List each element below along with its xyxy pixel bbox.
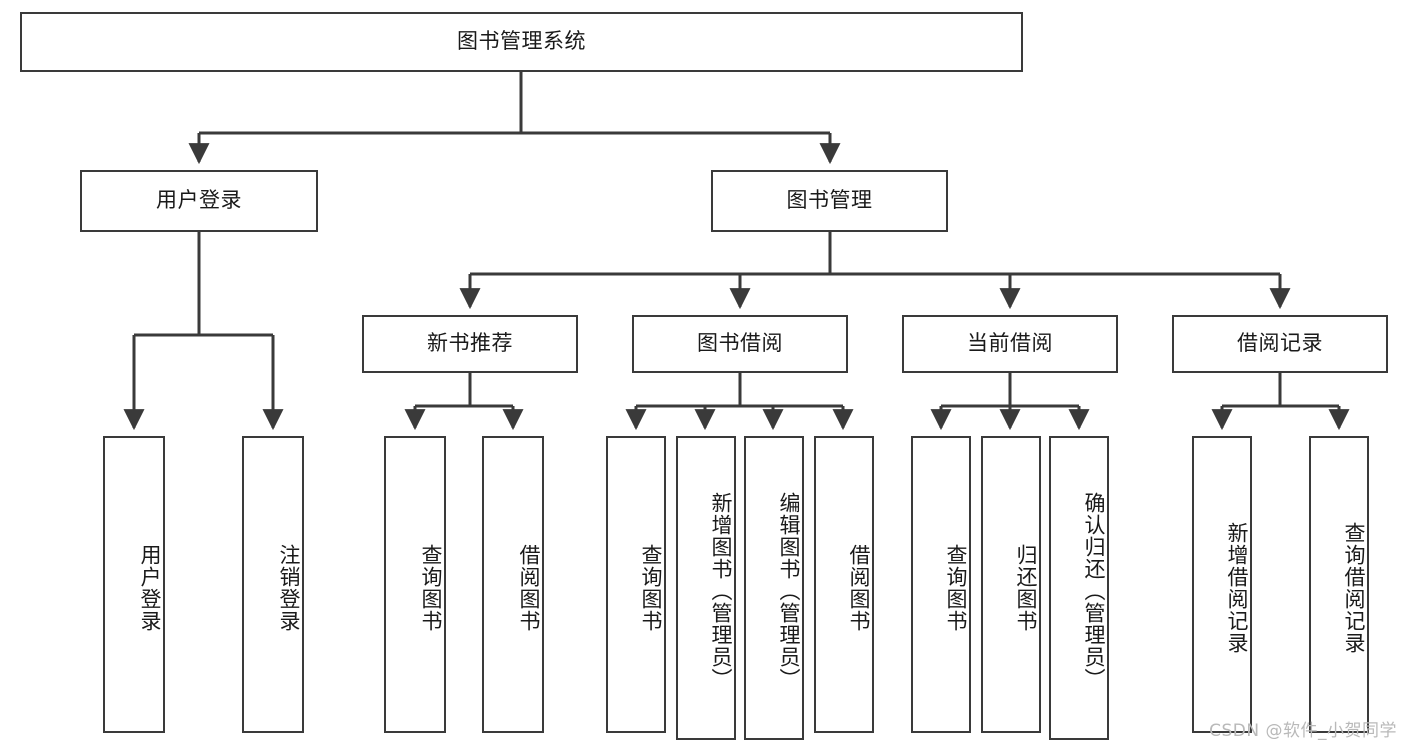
node-label: 新增借阅记录: [1225, 521, 1249, 654]
node-label: 编辑图书（管理员）: [777, 492, 801, 690]
node-label: 查询图书: [419, 543, 443, 632]
node-label: 用户登录: [138, 543, 162, 632]
node-label: 借阅图书: [847, 543, 871, 632]
leaf-user-login-signout[interactable]: 注销登录: [242, 436, 304, 733]
node-label: 当前借阅: [967, 331, 1053, 356]
node-borrow-record[interactable]: 借阅记录: [1172, 315, 1388, 373]
leaf-current-confirm-return-admin[interactable]: 确认归还（管理员）: [1049, 436, 1109, 740]
node-label: 图书借阅: [697, 331, 783, 356]
leaf-user-login-signin[interactable]: 用户登录: [103, 436, 165, 733]
csdn-watermark: CSDN @软件_小贺同学: [1209, 721, 1397, 741]
node-label: 新书推荐: [427, 331, 513, 356]
node-label: 借阅图书: [517, 543, 541, 632]
node-user-login[interactable]: 用户登录: [80, 170, 318, 232]
node-label: 归还图书: [1014, 543, 1038, 632]
node-root-system[interactable]: 图书管理系统: [20, 12, 1023, 72]
node-label: 查询图书: [639, 543, 663, 632]
node-label: 查询借阅记录: [1342, 521, 1366, 654]
leaf-new-book-borrow[interactable]: 借阅图书: [482, 436, 544, 733]
leaf-new-book-query[interactable]: 查询图书: [384, 436, 446, 733]
node-new-book-recommend[interactable]: 新书推荐: [362, 315, 578, 373]
node-book-borrow[interactable]: 图书借阅: [632, 315, 848, 373]
node-label: 用户登录: [156, 188, 242, 213]
leaf-current-query-book[interactable]: 查询图书: [911, 436, 971, 733]
node-label: 注销登录: [277, 543, 301, 632]
leaf-borrow-query-book[interactable]: 查询图书: [606, 436, 666, 733]
node-label: 新增图书（管理员）: [709, 492, 733, 690]
node-book-management[interactable]: 图书管理: [711, 170, 948, 232]
node-label: 图书管理系统: [457, 29, 586, 54]
node-label: 查询图书: [944, 543, 968, 632]
leaf-record-add-borrow-record[interactable]: 新增借阅记录: [1192, 436, 1252, 733]
node-label: 借阅记录: [1237, 331, 1323, 356]
leaf-borrow-edit-book-admin[interactable]: 编辑图书（管理员）: [744, 436, 804, 740]
leaf-borrow-borrow-book[interactable]: 借阅图书: [814, 436, 874, 733]
leaf-record-query-borrow-record[interactable]: 查询借阅记录: [1309, 436, 1369, 733]
leaf-borrow-add-book-admin[interactable]: 新增图书（管理员）: [676, 436, 736, 740]
leaf-current-return-book[interactable]: 归还图书: [981, 436, 1041, 733]
node-label: 图书管理: [786, 188, 873, 213]
node-label: 确认归还（管理员）: [1082, 492, 1106, 690]
node-current-borrow[interactable]: 当前借阅: [902, 315, 1118, 373]
